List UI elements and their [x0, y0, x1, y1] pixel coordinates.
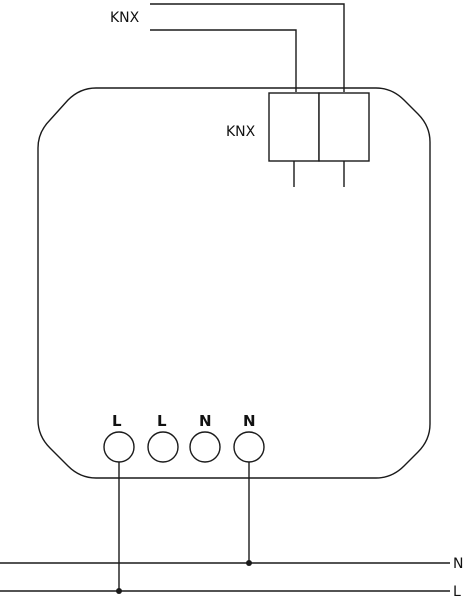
- knx-bus-label: KNX: [110, 10, 140, 26]
- neutral-junction-dot: [246, 560, 252, 566]
- terminal-3: [189, 431, 221, 463]
- device-housing: [37, 87, 431, 479]
- live-junction-dot: [116, 588, 122, 594]
- terminal-1: [103, 431, 135, 463]
- terminal-label-2: L: [157, 412, 167, 430]
- terminal-label-3: N: [199, 412, 212, 430]
- live-line-label: L: [453, 584, 461, 600]
- knx-connector-block-left: [268, 92, 320, 162]
- neutral-line-label: N: [453, 556, 463, 572]
- terminal-4: [233, 431, 265, 463]
- terminal-2: [147, 431, 179, 463]
- knx-bus-wire-left: [150, 29, 297, 92]
- knx-bus-wire-right: [150, 3, 345, 92]
- terminal-label-4: N: [243, 412, 256, 430]
- knx-connector-label: KNX: [226, 124, 256, 140]
- knx-connector-block-right: [318, 92, 370, 162]
- terminal-label-1: L: [112, 412, 122, 430]
